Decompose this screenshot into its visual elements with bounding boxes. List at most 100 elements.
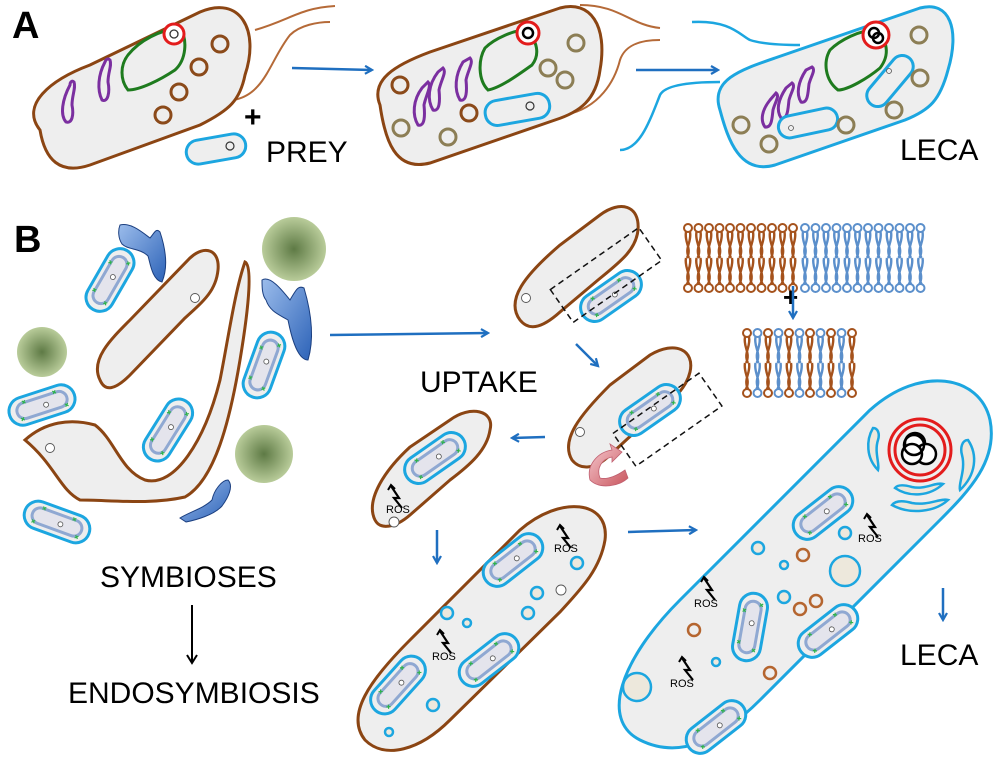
lipid-molecule — [773, 327, 784, 399]
endosymbiont — [483, 91, 552, 127]
prey-label: PREY — [266, 136, 348, 169]
uptake-step-2 — [566, 346, 723, 487]
leca-label-a: LECA — [900, 134, 978, 167]
er-cisterna — [958, 438, 976, 493]
lipid-molecule — [693, 222, 704, 294]
er-cisterna — [890, 498, 951, 513]
lipid-molecule — [825, 327, 837, 399]
golgi — [776, 81, 795, 120]
arrow-left — [512, 437, 546, 438]
lipid-molecule — [783, 327, 795, 399]
vesicle — [391, 118, 411, 138]
nucleolus — [169, 29, 179, 39]
host-membrane — [376, 5, 604, 166]
lipid-bilayer-bacterial — [682, 222, 799, 294]
symbioses-label: SYMBIOSES — [100, 561, 277, 594]
panel-b-label: B — [14, 219, 41, 261]
vesicle — [909, 25, 929, 45]
prey-cell — [184, 132, 248, 166]
uptake-label: UPTAKE — [420, 366, 538, 399]
green-sphere — [17, 327, 67, 377]
ros-label: ROS — [386, 504, 410, 516]
ros-label: ROS — [858, 533, 882, 545]
lipid-molecule — [762, 327, 774, 399]
lipid-molecule — [810, 222, 821, 294]
leca-cell-b: ROS ROS ROS — [617, 379, 993, 761]
lipid-molecule — [831, 222, 842, 294]
lipid-molecule — [735, 222, 746, 294]
vesicle — [189, 57, 209, 77]
mitochondrion — [865, 53, 915, 109]
arrow-right — [329, 333, 488, 335]
nucleolus-ring — [515, 20, 541, 46]
nucleolus — [521, 26, 535, 40]
lipid-molecule — [820, 222, 832, 294]
dashed-inset-box — [549, 226, 663, 324]
symbiont — [79, 242, 141, 318]
flagellum — [619, 80, 721, 152]
vesicle — [538, 58, 558, 78]
vesicle — [884, 100, 904, 120]
vesicle — [836, 115, 856, 135]
flagellum — [564, 39, 661, 116]
lipid-molecule — [766, 222, 778, 294]
ectosymbiont — [118, 223, 167, 283]
er-cisterna — [867, 426, 881, 473]
lipid-molecule — [756, 222, 767, 294]
flagellum — [232, 21, 331, 101]
ros-label: ROS — [694, 598, 718, 610]
lipid-bilayer-mixed — [741, 327, 858, 399]
lipid-molecule — [852, 222, 863, 294]
lipid-molecule — [836, 327, 847, 399]
lipid-molecule — [846, 327, 858, 399]
vesicle — [438, 127, 458, 147]
ectosymbiont — [179, 479, 231, 523]
flagellum — [254, 5, 336, 31]
nuclear-envelope — [887, 417, 953, 483]
host-cell-elongated — [22, 259, 251, 504]
lipid-molecule — [873, 222, 884, 294]
ectosymbiont — [261, 278, 312, 361]
flagellum — [579, 4, 661, 29]
lipid-molecule — [724, 222, 736, 294]
arrow-right — [291, 68, 372, 70]
lipid-bilayer-archaeal — [799, 222, 926, 294]
plus-sign: + — [244, 101, 262, 134]
nucleus — [824, 28, 888, 92]
lipid-molecule — [794, 327, 805, 399]
host-cell-1 — [32, 5, 336, 170]
vesicle — [759, 134, 779, 154]
er-cisterna — [893, 482, 946, 496]
lipid-molecule — [752, 327, 763, 399]
lipid-molecule — [804, 327, 816, 399]
panel-a-label: A — [12, 5, 39, 47]
symbiont — [237, 326, 291, 404]
vesicle — [169, 82, 189, 102]
vesicle — [566, 33, 586, 53]
host-cell-2 — [376, 4, 661, 166]
nucleus — [478, 28, 539, 92]
lipid-molecule — [741, 327, 753, 399]
host-cell — [95, 248, 220, 390]
mitochondrion — [776, 106, 840, 140]
uptake-step-3: ROS — [370, 409, 493, 528]
green-sphere — [262, 217, 326, 281]
green-sphere — [235, 425, 293, 483]
lipid-molecule — [703, 222, 715, 294]
lipid-molecule — [883, 222, 895, 294]
nucleolus-ring — [861, 20, 891, 50]
curved-arrow-icon — [588, 443, 629, 487]
lipid-molecule — [904, 222, 916, 294]
uptake-step-1 — [513, 205, 663, 329]
lipid-molecule — [862, 222, 874, 294]
endosymbiosis-label: ENDOSYMBIOSIS — [68, 677, 320, 710]
golgi — [427, 65, 446, 112]
lipid-plus-sign: + — [783, 282, 798, 312]
symbiont — [18, 495, 96, 549]
golgi — [97, 57, 113, 102]
lipid-molecule — [915, 222, 926, 294]
host-cell-multi-symbiont: ROS ROS — [356, 505, 607, 752]
golgi — [760, 90, 779, 129]
lipid-molecule — [682, 222, 694, 294]
